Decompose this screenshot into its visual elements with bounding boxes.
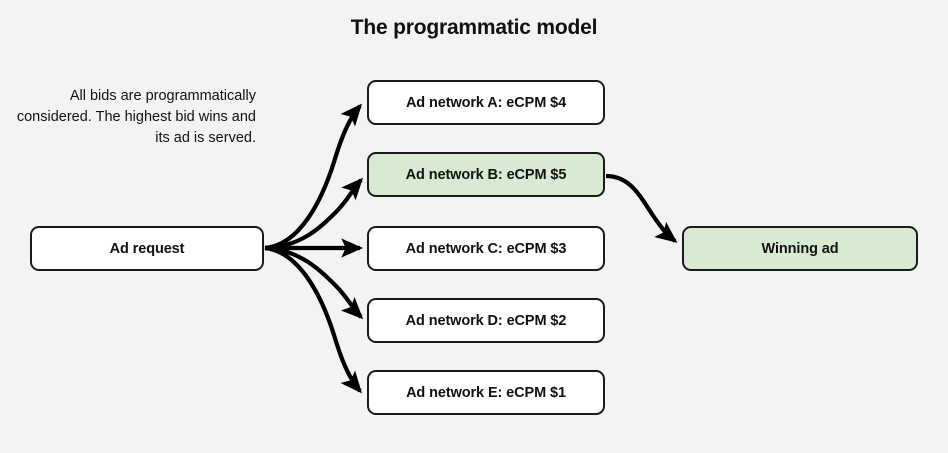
node-ad-network-e[interactable]: Ad network E: eCPM $1 [367,370,605,415]
node-ad-network-b-label: Ad network B: eCPM $5 [405,166,567,183]
node-ad-network-d-label: Ad network D: eCPM $2 [405,312,567,329]
node-ad-network-c-label: Ad network C: eCPM $3 [405,240,567,257]
node-ad-network-a-label: Ad network A: eCPM $4 [405,94,567,111]
node-ad-request-label: Ad request [109,240,185,257]
edge-request-to-network-a [264,103,362,251]
edge-network-b-to-winning-ad [605,173,678,243]
node-ad-network-c[interactable]: Ad network C: eCPM $3 [367,226,605,271]
edge-request-to-network-d [264,245,364,320]
node-ad-network-b[interactable]: Ad network B: eCPM $5 [367,152,605,197]
node-ad-network-a[interactable]: Ad network A: eCPM $4 [367,80,605,125]
node-winning-ad[interactable]: Winning ad [682,226,918,271]
node-ad-request[interactable]: Ad request [30,226,264,271]
diagram-caption: All bids are programmatically considered… [16,88,256,146]
page-title: The programmatic model [350,16,598,39]
node-winning-ad-label: Winning ad [761,240,839,257]
node-ad-network-e-label: Ad network E: eCPM $1 [406,384,566,401]
edge-request-to-network-b [264,177,364,251]
node-ad-network-d[interactable]: Ad network D: eCPM $2 [367,298,605,343]
edge-request-to-network-e [264,245,362,394]
